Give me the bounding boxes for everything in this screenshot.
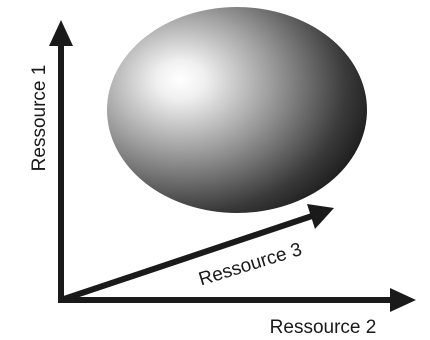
axis-ressource-3	[60, 204, 334, 303]
label-ressource-1: Ressource 1	[29, 65, 50, 172]
axis-ressource-2	[58, 288, 416, 312]
arrowhead-up-icon	[49, 20, 73, 46]
arrowhead-right-icon	[390, 288, 416, 312]
label-ressource-2: Ressource 2	[270, 317, 377, 338]
axis-ressource-1	[49, 20, 73, 302]
resource-ellipsoid	[107, 7, 367, 213]
arrowhead-diagonal-icon	[307, 204, 334, 229]
